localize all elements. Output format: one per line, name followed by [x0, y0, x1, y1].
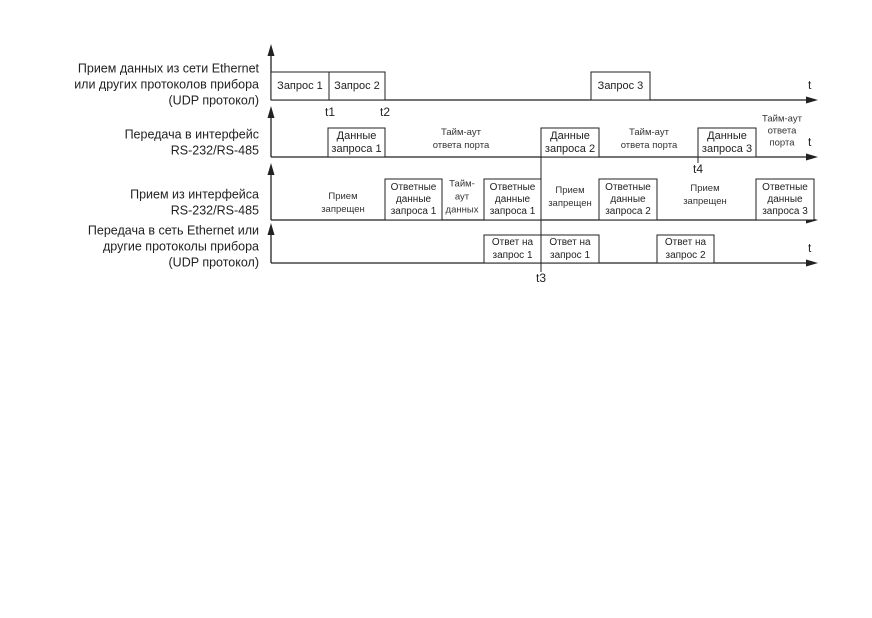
- up-arrow-icon: [267, 223, 275, 235]
- right-arrow-icon: [806, 153, 818, 161]
- signal-box-label: Запрос 3: [598, 80, 644, 92]
- up-arrow-icon: [267, 163, 275, 175]
- signal-box-label: Запрос 1: [277, 80, 323, 92]
- signal-box-frame: [590, 71, 651, 101]
- signal-box: Запрос 2: [328, 71, 386, 101]
- signal-box-frame: [755, 178, 815, 221]
- right-arrow-icon: [806, 259, 818, 267]
- right-arrow-icon: [806, 96, 818, 104]
- axis-t-label: t: [808, 78, 812, 92]
- time-mark-t1: t1: [325, 105, 335, 119]
- signal-box: Запрос 3: [590, 71, 651, 101]
- signal-box-frame: [697, 127, 757, 158]
- time-marks: t1 t2 t3 t4: [325, 105, 703, 285]
- signal-box-frame: [328, 71, 386, 101]
- signal-box-frame: [598, 178, 658, 221]
- signal-box-frame: [540, 127, 600, 158]
- axis-t-label: t: [808, 241, 812, 255]
- time-mark-t2: t2: [380, 105, 390, 119]
- time-mark-t4: t4: [693, 162, 703, 176]
- signal-box-frame: [483, 234, 542, 264]
- signal-box-frame: [327, 127, 386, 158]
- signal-box-frame: [483, 178, 542, 221]
- time-mark-t3: t3: [536, 271, 546, 285]
- up-arrow-icon: [267, 106, 275, 118]
- axis-t-label: t: [808, 135, 812, 149]
- signal-box-frame: [656, 234, 715, 264]
- up-arrow-icon: [267, 44, 275, 56]
- signal-box-label: Запрос 2: [334, 80, 380, 92]
- signal-box-frame: [384, 178, 443, 221]
- signal-box-frame: [540, 234, 600, 264]
- signal-box: Запрос 1: [270, 71, 330, 101]
